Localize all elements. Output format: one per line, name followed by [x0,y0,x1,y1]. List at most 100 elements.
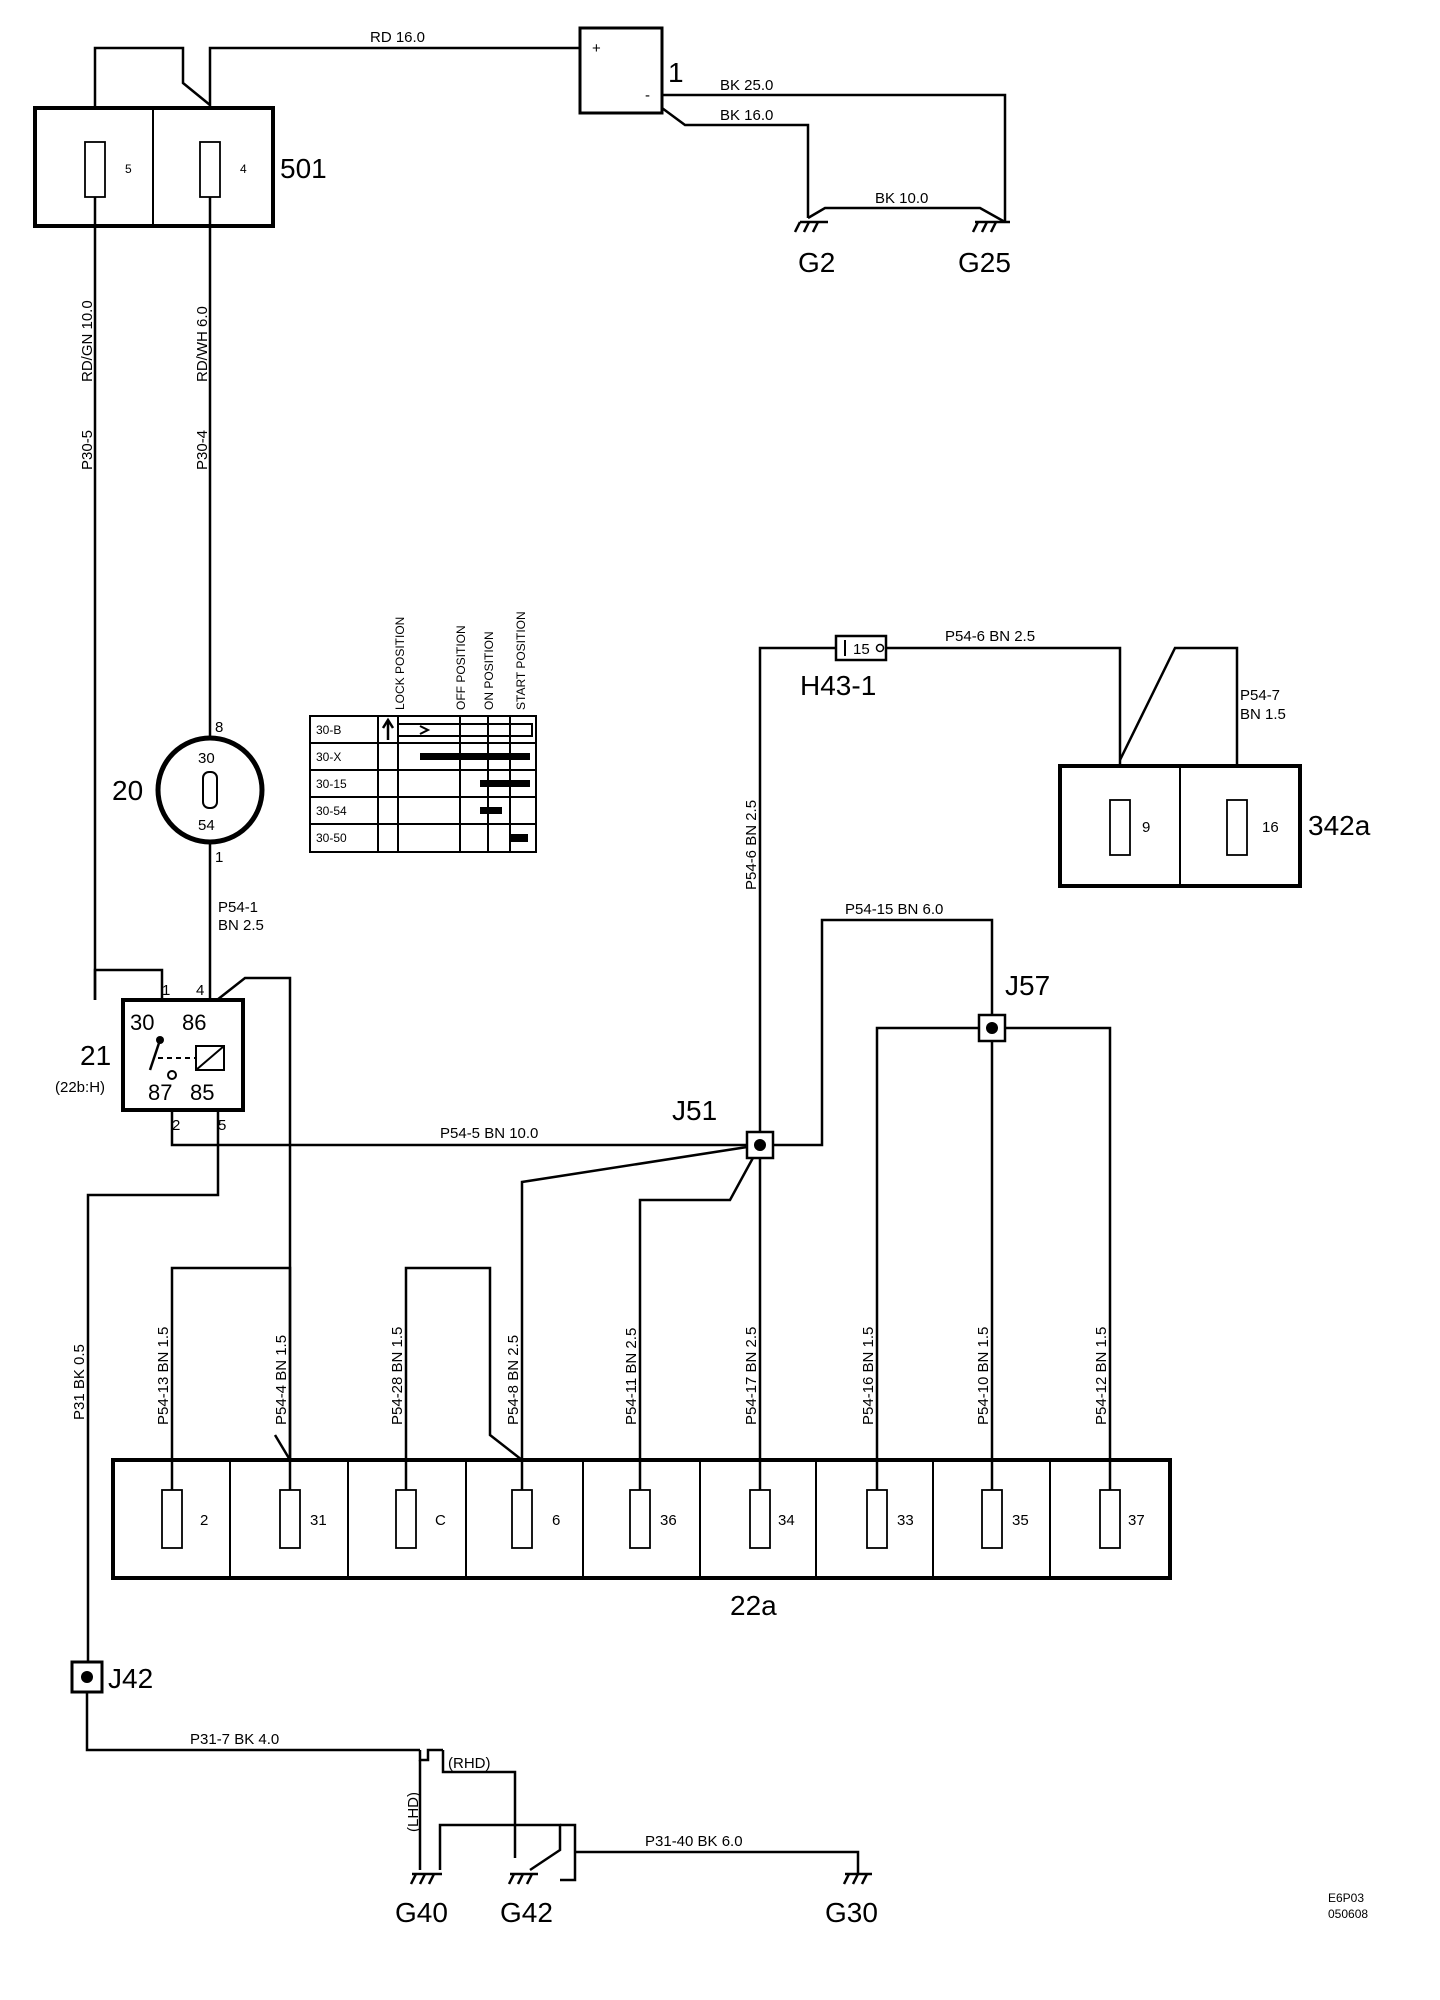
fuse-16-label: 16 [1262,819,1279,836]
wire-bk16-label: BK 16.0 [720,107,773,124]
ground-g30: G30 [825,1872,878,1928]
ground-g2-label: G2 [798,247,835,278]
wire-p54-28-label: P54-28 BN 1.5 [389,1327,406,1425]
relay-pin-5: 5 [218,1117,226,1134]
wire-p54-12-label: P54-12 BN 1.5 [1093,1327,1110,1425]
relay-pin-1: 1 [162,982,170,999]
svg-text:33: 33 [897,1512,914,1529]
relay-sub-label: (22b:H) [55,1079,105,1096]
battery-minus: - [645,87,650,104]
fusebox-501-label: 501 [280,153,327,184]
fusebox-22a-label: 22a [730,1590,777,1621]
wire-p30-4-color: RD/WH 6.0 [194,306,211,382]
ground-g30-label: G30 [825,1897,878,1928]
fuse-9-label: 9 [1142,819,1150,836]
ignition-switch-20: 30 54 8 1 20 [112,719,265,866]
wire-p54-16-label: P54-16 BN 1.5 [860,1327,877,1425]
wire-p31-7-label: P31-7 BK 4.0 [190,1731,279,1748]
wire-rd16-label: RD 16.0 [370,29,425,46]
svg-text:37: 37 [1128,1512,1145,1529]
fusebox-501: 5 4 501 [33,106,327,228]
wire-p54-1-color: BN 2.5 [218,917,264,934]
h43-pin-15: 15 [853,641,870,658]
connector-h43-1: 15 H43-1 [800,634,888,701]
splice-j57: J57 [977,970,1050,1043]
ground-g25: G25 [958,220,1011,278]
ground-g40-label: G40 [395,1897,448,1928]
svg-text:36: 36 [660,1512,677,1529]
h43-label: H43-1 [800,670,876,701]
fuse-4-label: 4 [240,162,247,176]
wire-p54-6-top-label: P54-6 BN 2.5 [945,628,1035,645]
table-col-on: ON POSITION [482,631,496,710]
svg-text:2: 2 [200,1512,208,1529]
svg-text:35: 35 [1012,1512,1029,1529]
wire-p54-6-vert-label: P54-6 BN 2.5 [743,800,760,890]
fuse-5-label: 5 [125,162,132,176]
ground-g40: G40 [395,1872,448,1928]
relay-term-30: 30 [130,1010,154,1035]
wire-p30-4-id: P30-4 [194,430,211,470]
wire-p31-label: P31 BK 0.5 [71,1344,88,1420]
relay-term-85: 85 [190,1080,214,1105]
wire-rhd-label: (RHD) [448,1755,491,1772]
wire-p54-7-id: P54-7 [1240,687,1280,704]
splice-j57-label: J57 [1005,970,1050,1001]
table-row-30-x: 30-X [316,750,341,764]
relay-label: 21 [80,1040,111,1071]
battery-label: 1 [668,57,684,88]
wire-p54-17-label: P54-17 BN 2.5 [743,1327,760,1425]
fuse-22a-37: 37 [1099,1489,1145,1549]
fuse-4 [199,141,221,198]
table-col-start: START POSITION [514,611,528,710]
wire-p31-40-label: P31-40 BK 6.0 [645,1833,743,1850]
fuse-5 [84,141,106,198]
table-row-30-b: 30-B [316,723,341,737]
svg-text:C: C [435,1512,446,1529]
wire-p54-5-label: P54-5 BN 10.0 [440,1125,538,1142]
switch-term-54: 54 [198,817,215,834]
wire-p54-10-label: P54-10 BN 1.5 [975,1327,992,1425]
wire-p54-13-label: P54-13 BN 1.5 [155,1327,172,1425]
table-col-off: OFF POSITION [454,625,468,710]
relay-pin-4: 4 [196,982,204,999]
fuse-22a-33: 33 [866,1489,914,1549]
wire-bk25-label: BK 25.0 [720,77,773,94]
ground-g42: G42 [500,1872,553,1928]
splice-j42: J42 [70,1660,153,1694]
switch-pin-8: 8 [215,719,223,736]
table-row-30-50: 30-50 [316,831,347,845]
switch-term-30: 30 [198,750,215,767]
doc-code-line1: E6P03 [1328,1891,1364,1905]
battery-plus: + [592,40,601,57]
fusebox-342a: 9 16 342a [1058,764,1371,888]
wire-lhd-label: (LHD) [405,1792,422,1832]
fuse-22a-36: 36 [629,1489,677,1549]
fuse-16 [1226,799,1248,856]
fusebox-22a: 2 31 C 6 36 34 33 35 37 22a [111,1458,1172,1621]
fuse-22a-34: 34 [749,1489,795,1549]
relay-term-87: 87 [148,1080,172,1105]
ground-g2: G2 [793,220,835,278]
svg-text:31: 31 [310,1512,327,1529]
relay-pin-2: 2 [172,1117,180,1134]
ground-g25-label: G25 [958,247,1011,278]
table-col-lock: LOCK POSITION [393,617,407,710]
wire-p54-4-label: P54-4 BN 1.5 [273,1335,290,1425]
switch-label: 20 [112,775,143,806]
switch-position-table: 30-B 30-X 30-15 30-54 30-50 LOCK POSITIO… [309,611,537,853]
battery-1: + - 1 [578,26,684,115]
table-row-30-15: 30-15 [316,777,347,791]
wire-bk10-label: BK 10.0 [875,190,928,207]
splice-j42-label: J42 [108,1663,153,1694]
table-row-30-54: 30-54 [316,804,347,818]
fusebox-342a-label: 342a [1308,810,1371,841]
svg-text:6: 6 [552,1512,560,1529]
switch-pin-1: 1 [215,849,223,866]
relay-term-86: 86 [182,1010,206,1035]
wire-p54-11-label: P54-11 BN 2.5 [623,1328,640,1425]
ground-g42-label: G42 [500,1897,553,1928]
wire-p30-5-color: RD/GN 10.0 [79,300,96,382]
wire-p54-1-id: P54-1 [218,899,258,916]
